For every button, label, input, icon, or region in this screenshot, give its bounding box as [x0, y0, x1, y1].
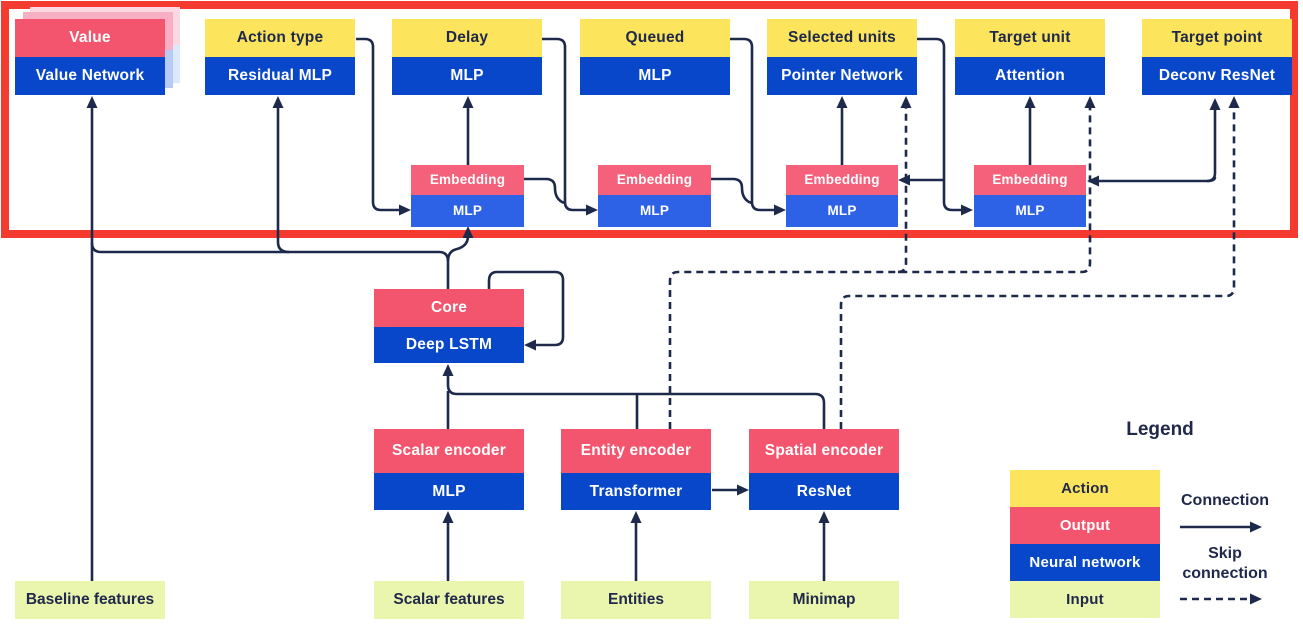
node-core-output: Core — [374, 289, 524, 327]
conn-action-type-to-embedding-1 — [356, 37, 411, 216]
node-entity-encoder-network: Transformer — [561, 473, 711, 510]
node-delay-action: Delay — [392, 19, 542, 57]
node-target-unit-network: Attention — [955, 57, 1105, 95]
node-entity-encoder: Entity encoder Transformer — [561, 429, 711, 510]
node-target-point-action: Target point — [1142, 19, 1292, 57]
node-scalar-encoder-output: Scalar encoder — [374, 429, 524, 473]
legend-swatches: Action Output Neural network Input — [1010, 470, 1160, 618]
conn-encoders-to-lstm — [442, 364, 826, 429]
node-core-network: Deep LSTM — [374, 327, 524, 363]
node-value: Value Value Network — [15, 19, 165, 95]
node-embedding-1-output: Embedding — [411, 165, 524, 195]
conn-core-to-residual-mlp — [272, 96, 290, 254]
node-action-type: Action type Residual MLP — [205, 19, 355, 95]
node-embedding-4-network: MLP — [974, 195, 1086, 227]
conn-core-to-embedding-1 — [446, 226, 474, 289]
node-embedding-2: Embedding MLP — [598, 165, 711, 227]
node-selected-units: Selected units Pointer Network — [767, 19, 917, 95]
conn-queued-to-embedding-3 — [730, 37, 786, 216]
legend-output-swatch: Output — [1010, 507, 1160, 544]
node-scalar-encoder: Scalar encoder MLP — [374, 429, 524, 510]
node-delay-network: MLP — [392, 57, 542, 95]
legend-input-swatch: Input — [1010, 581, 1160, 618]
node-target-point-network: Deconv ResNet — [1142, 57, 1292, 95]
conn-lstm-self-loop — [487, 270, 565, 351]
node-scalar-encoder-network: MLP — [374, 473, 524, 510]
node-value-output: Value — [15, 19, 165, 57]
node-delay: Delay MLP — [392, 19, 542, 95]
node-embedding-2-network: MLP — [598, 195, 711, 227]
conn-core-to-value-branch — [90, 242, 450, 262]
conn-embedding-4-to-deconv-resnet — [1206, 98, 1221, 183]
legend-neural-network-swatch: Neural network — [1010, 544, 1160, 581]
conn-embedding-1-join — [524, 177, 566, 205]
legend-connection-label: Connection — [1181, 492, 1269, 509]
legend-skip-label-line1: Skip — [1208, 545, 1242, 562]
node-queued-network: MLP — [580, 57, 730, 95]
node-core: Core Deep LSTM — [374, 289, 524, 363]
node-embedding-2-output: Embedding — [598, 165, 711, 195]
legend-title: Legend — [1126, 419, 1194, 440]
skip-entity-to-pointer-network — [897, 96, 912, 274]
node-embedding-4: Embedding MLP — [974, 165, 1086, 227]
node-embedding-1: Embedding MLP — [411, 165, 524, 227]
node-embedding-4-output: Embedding — [974, 165, 1086, 195]
input-minimap: Minimap — [749, 581, 899, 619]
input-baseline-features: Baseline features — [15, 581, 165, 619]
node-embedding-1-network: MLP — [411, 195, 524, 227]
legend-skip-label-line2: connection — [1182, 565, 1268, 582]
node-target-point: Target point Deconv ResNet — [1142, 19, 1292, 95]
input-entities: Entities — [561, 581, 711, 619]
node-spatial-encoder: Spatial encoder ResNet — [749, 429, 899, 510]
node-queued-action: Queued — [580, 19, 730, 57]
node-embedding-3-output: Embedding — [786, 165, 898, 195]
conn-selected-units-to-embedding-4 — [917, 37, 973, 216]
node-queued: Queued MLP — [580, 19, 730, 95]
node-spatial-encoder-output: Spatial encoder — [749, 429, 899, 473]
skip-entity-to-attention — [668, 96, 1096, 429]
node-entity-encoder-output: Entity encoder — [561, 429, 711, 473]
node-action-type-action: Action type — [205, 19, 355, 57]
input-scalar-features: Scalar features — [374, 581, 524, 619]
node-value-network: Value Network — [15, 57, 165, 95]
skip-spatial-to-deconv-resnet — [839, 96, 1240, 429]
node-target-unit-action: Target unit — [955, 19, 1105, 57]
action-heads-highlight-frame — [1, 1, 1298, 238]
conn-delay-to-embedding-2 — [542, 37, 598, 216]
conn-embedding-2-join — [711, 177, 753, 205]
node-embedding-3: Embedding MLP — [786, 165, 898, 227]
node-action-type-network: Residual MLP — [205, 57, 355, 95]
conn-target-point-to-embedding-4 — [1087, 175, 1217, 187]
node-selected-units-action: Selected units — [767, 19, 917, 57]
node-selected-units-network: Pointer Network — [767, 57, 917, 95]
node-spatial-encoder-network: ResNet — [749, 473, 899, 510]
node-embedding-3-network: MLP — [786, 195, 898, 227]
legend-action-swatch: Action — [1010, 470, 1160, 507]
node-target-unit: Target unit Attention — [955, 19, 1105, 95]
